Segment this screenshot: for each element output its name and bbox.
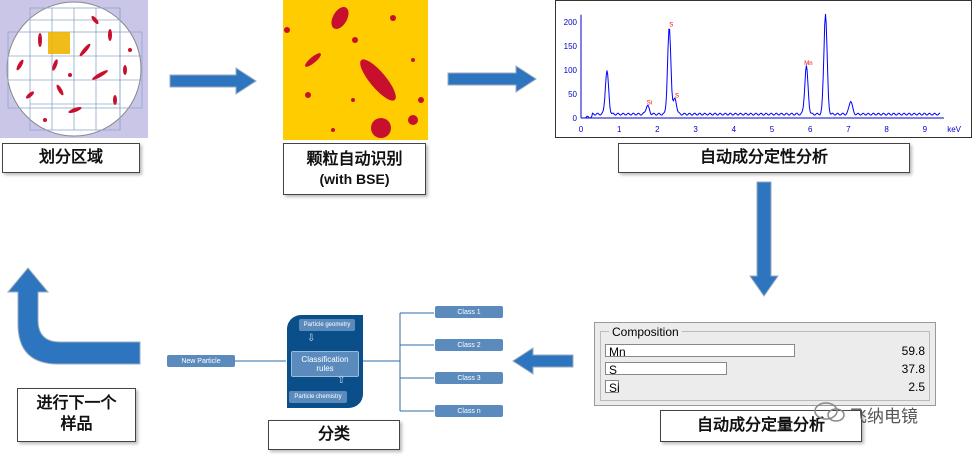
composition-row: Si 2.5 [605,380,925,395]
composition-value: 37.8 [901,362,925,376]
step-classify-label: 分类 [268,420,400,450]
particle-chemistry-box: Particle chemistry [289,391,347,403]
classification-diagram: New Particle Particle geometry ⇩ Classif… [160,300,510,420]
wafer-image [0,0,148,138]
next-line1: 进行下一个 [36,395,117,413]
arrow-left-icon [512,347,574,375]
x-tick-label: 8 [884,125,889,134]
classification-connectors [235,312,434,412]
step-detect-line2: (with BSE) [319,171,390,188]
y-tick-label: 0 [573,114,578,123]
peak-label: Si [647,100,652,106]
particle-geometry-box: Particle geometry [299,319,355,331]
x-tick-label: 4 [732,125,737,134]
step-detect-label: 颗粒自动识别 (with BSE) [283,143,426,195]
class-box: Class n [435,405,503,417]
peak-label: Mn [804,61,812,67]
composition-row: Mn 59.8 [605,344,925,359]
next-line2: 样品 [60,416,93,433]
arrow-up-small-icon: ⇧ [337,375,346,386]
step-detect-line1: 颗粒自动识别 [306,150,403,168]
step-next-sample-label: 进行下一个 样品 [17,388,136,442]
x-tick-label: 6 [808,125,813,134]
composition-element: Mn [605,344,795,359]
y-tick-label: 100 [564,66,578,75]
new-particle-box: New Particle [167,355,235,367]
spectrum-line [584,13,941,119]
arrow-down-icon [749,181,779,297]
peak-label: S [669,23,673,29]
composition-value: 2.5 [908,380,925,394]
composition-row: S 37.8 [605,362,925,377]
wafer-fields-graphic [6,1,143,137]
class-box: Class 3 [435,372,503,384]
step-qualitative-label: 自动成分定性分析 [618,143,910,173]
x-tick-label: 5 [770,125,775,134]
x-axis-label: keV [947,125,961,134]
peak-label: S [675,94,679,100]
y-tick-label: 50 [568,90,577,99]
arrow-down-small-icon: ⇩ [307,333,316,344]
composition-title: Composition [609,325,682,339]
particles-graphic [284,7,424,138]
watermark: 飞纳电镜 [850,407,918,426]
wechat-logo-icon [814,402,845,422]
x-tick-label: 0 [579,125,584,134]
curved-arrow-up-icon [6,267,141,365]
arrow-right-1-icon [169,67,257,95]
spectrum-chart: 0 1 2 3 4 5 6 7 8 9 0 50 100 150 200 keV Si S S Mn [555,0,972,138]
step-divide-label: 划分区域 [2,143,140,173]
y-tick-label: 150 [564,42,578,51]
composition-panel: Composition Mn 59.8 S 37.8 Si 2.5 [594,322,936,406]
x-tick-label: 3 [693,125,698,134]
rules-line1: Classification [301,355,349,364]
x-tick-label: 9 [923,125,928,134]
class-box: Class 1 [435,306,503,318]
composition-value: 59.8 [901,344,925,358]
rules-line2: rules [316,364,334,373]
step-quantitative-label: 自动成分定量分析 [660,410,862,442]
y-tick-label: 200 [564,18,578,27]
x-tick-label: 1 [617,125,622,134]
composition-element: S [605,362,727,377]
arrow-right-2-icon [447,65,537,93]
class-box: Class 2 [435,339,503,351]
x-tick-label: 7 [846,125,851,134]
composition-element: Si [605,380,620,395]
x-tick-label: 2 [655,125,660,134]
bse-particle-image [283,0,428,140]
